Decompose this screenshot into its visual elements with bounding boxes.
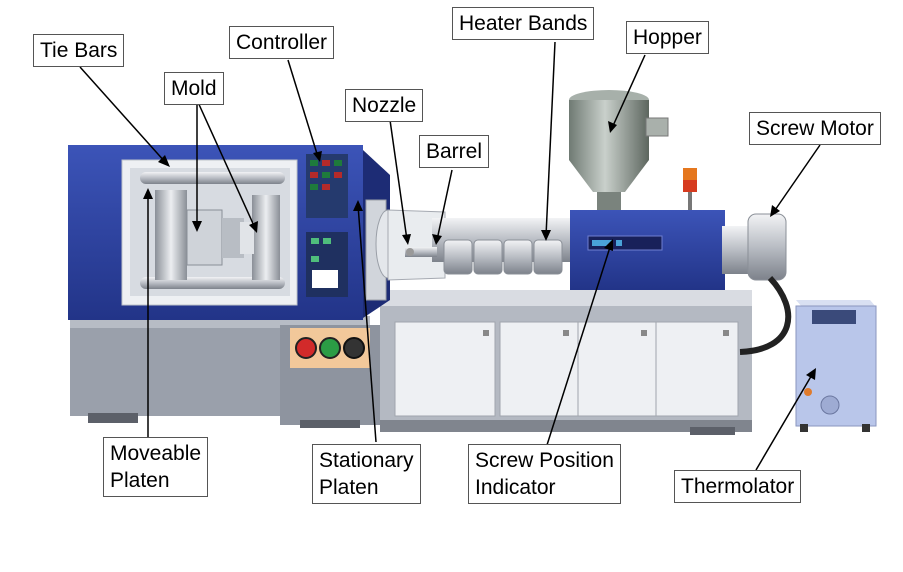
mold-text: Mold (171, 77, 217, 100)
stationary-platen-label: Stationary Platen (312, 444, 421, 504)
screw-position-indicator-text-line2: Indicator (475, 476, 556, 499)
moveable-platen-text-line2: Platen (110, 469, 170, 492)
nozzle-leader (389, 119, 408, 241)
hopper-label: Hopper (626, 21, 709, 54)
controller-label: Controller (229, 26, 335, 59)
hopper-text: Hopper (633, 26, 702, 49)
heater-bands-text: Heater Bands (459, 12, 588, 35)
mold (155, 190, 280, 280)
screw-position-indicator-arrowhead (604, 239, 613, 251)
signal-tower (683, 168, 697, 210)
thermolator (795, 300, 877, 432)
screw-motor-arrowhead (770, 205, 780, 217)
barrel-arrowhead (432, 234, 442, 245)
mold-leader-2 (196, 99, 256, 229)
barrel-leader (436, 169, 453, 241)
heater-bands-arrowhead (541, 230, 551, 241)
thermolator-arrowhead (806, 368, 816, 380)
barrel-label: Barrel (419, 135, 490, 168)
hopper-arrowhead (608, 121, 617, 133)
heater-bands (443, 239, 563, 275)
heater-bands-leader (545, 41, 556, 237)
barrel-text: Barrel (426, 140, 483, 163)
mold-arrowhead-2 (249, 221, 258, 233)
heater-bands-label: Heater Bands (452, 7, 595, 40)
tie-bars-label: Tie Bars (33, 34, 125, 67)
hopper (569, 90, 669, 210)
controller-leader (287, 59, 319, 158)
tie-bars-leader (79, 66, 167, 164)
arrowheads (143, 121, 816, 380)
screw-motor-label: Screw Motor (749, 112, 881, 145)
controller-panel (306, 154, 348, 297)
mold-label: Mold (164, 72, 224, 105)
screw-motor (722, 213, 792, 355)
nozzle-label: Nozzle (345, 89, 424, 122)
nozzle-text: Nozzle (352, 94, 417, 117)
moveable-platen-label: Moveable Platen (103, 437, 209, 497)
thermolator-leader (755, 372, 814, 471)
thermolator-label: Thermolator (674, 470, 802, 503)
stationary-platen-text-line2: Platen (319, 476, 379, 499)
controller-arrowhead (313, 151, 322, 162)
stationary-platen-leader (357, 204, 377, 443)
hopper-leader (611, 54, 646, 129)
button-panel (290, 328, 370, 368)
injection-unit-housing (570, 210, 725, 290)
tie-bars-text: Tie Bars (40, 39, 118, 62)
stationary-platen (365, 199, 446, 301)
mold-arrowhead-1 (192, 221, 202, 232)
moveable-platen-text-line1: Moveable (110, 442, 202, 465)
thermolator-text: Thermolator (681, 475, 795, 498)
tie-bars-arrowhead (158, 155, 170, 167)
screw-position-indicator-leader (546, 243, 612, 446)
screw-motor-leader (772, 144, 821, 214)
nozzle-arrowhead (402, 234, 411, 245)
stationary-platen-text-line1: Stationary (319, 449, 414, 472)
screw-position-indicator-label: Screw Position Indicator (468, 444, 621, 504)
screw-position-indicator-text-line1: Screw Position (475, 449, 614, 472)
leader-lines (79, 41, 821, 471)
controller-text: Controller (236, 31, 328, 54)
stationary-platen-arrowhead (353, 200, 363, 211)
cabinet-doors (394, 321, 739, 417)
screw-motor-text: Screw Motor (756, 117, 874, 140)
moveable-platen-arrowhead (143, 188, 153, 199)
